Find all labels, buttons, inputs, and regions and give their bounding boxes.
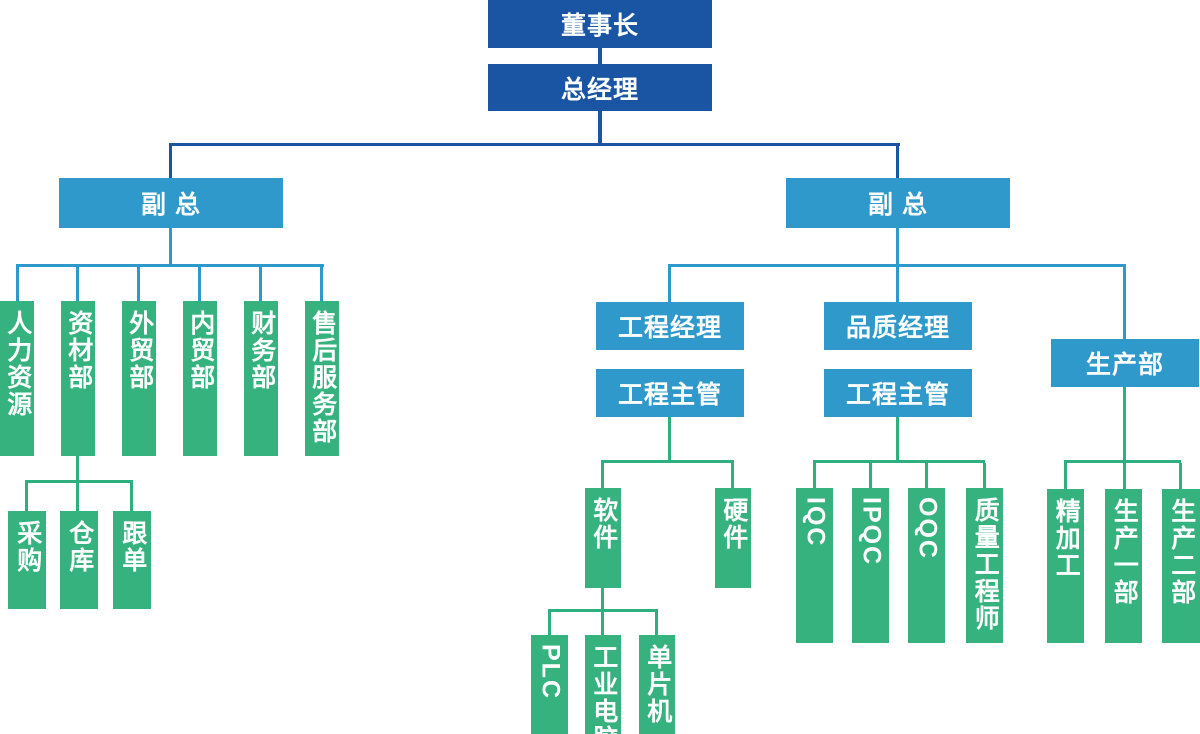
connector (198, 267, 201, 301)
connector (869, 463, 872, 488)
node-domestic-trade: 内贸部 (183, 301, 217, 456)
node-finance: 财务部 (244, 301, 278, 456)
connector (1179, 463, 1182, 489)
node-merchandising: 跟单 (113, 511, 151, 609)
connector (1123, 267, 1126, 339)
connector (548, 609, 658, 612)
connector (76, 267, 79, 301)
node-warehouse: 仓库 (60, 511, 98, 609)
connector (668, 417, 671, 462)
node-industrial-pc: 工业电脑 (585, 635, 621, 734)
connector (668, 264, 1126, 267)
connector (655, 612, 658, 635)
connector (25, 483, 28, 511)
node-mcu: 单片机 (639, 635, 675, 734)
node-production-two: 生产二部 (1162, 489, 1200, 643)
node-general-manager: 总经理 (488, 64, 712, 111)
node-engineering-manager: 工程经理 (596, 302, 744, 350)
node-vice-general-right: 副 总 (786, 178, 1010, 228)
node-production: 生产部 (1051, 339, 1199, 387)
connector (813, 463, 816, 488)
connector (813, 460, 985, 463)
connector (1123, 463, 1126, 489)
connector (1123, 387, 1126, 462)
connector (668, 267, 671, 302)
connector (130, 483, 133, 511)
node-foreign-trade: 外贸部 (122, 301, 156, 456)
connector (731, 463, 734, 488)
connector (1064, 463, 1067, 489)
node-vice-general-left: 副 总 (59, 178, 283, 228)
node-iqc: IQC (796, 488, 833, 643)
connector (169, 228, 172, 267)
connector (896, 146, 899, 178)
node-purchasing: 采购 (8, 511, 46, 609)
node-hardware: 硬件 (715, 488, 751, 588)
node-production-one: 生产一部 (1105, 489, 1142, 643)
connector (259, 267, 262, 301)
connector (925, 463, 928, 488)
connector (601, 463, 604, 488)
connector (598, 48, 602, 65)
node-hr: 人力资源 (0, 301, 34, 456)
connector (137, 267, 140, 301)
connector (169, 146, 172, 178)
connector (548, 612, 551, 635)
connector (896, 417, 899, 462)
node-after-sales: 售后服务部 (305, 301, 339, 456)
connector (601, 460, 734, 463)
connector (16, 267, 19, 301)
connector (320, 267, 323, 301)
connector (598, 111, 602, 145)
connector (16, 264, 324, 267)
connector (25, 480, 133, 483)
connector (169, 143, 900, 146)
node-materials: 资材部 (61, 301, 95, 456)
connector (1064, 460, 1181, 463)
node-ipqc: IPQC (852, 488, 889, 643)
node-plc: PLC (531, 635, 568, 734)
connector (76, 456, 79, 511)
node-chairman: 董事长 (488, 0, 712, 48)
node-quality-manager: 品质经理 (824, 302, 972, 350)
node-quality-supervisor: 工程主管 (824, 369, 972, 417)
connector (983, 463, 986, 488)
node-quality-engineer: 质量工程师 (966, 488, 1003, 643)
node-engineering-supervisor: 工程主管 (596, 369, 744, 417)
node-oqc: OQC (908, 488, 945, 643)
node-fine-machining: 精加工 (1047, 489, 1084, 643)
node-software: 软件 (585, 488, 621, 588)
